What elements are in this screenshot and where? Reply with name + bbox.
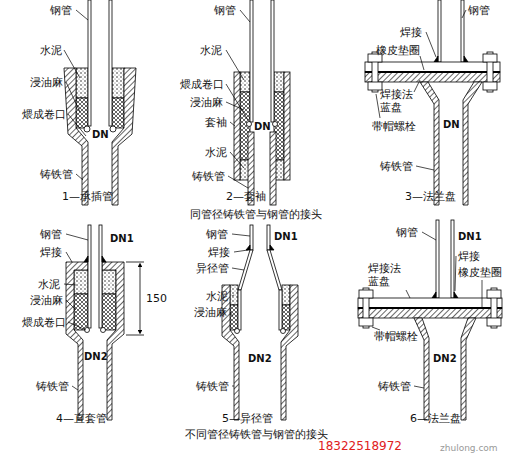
size-label: DN <box>254 120 271 133</box>
part-label: 浸油麻 <box>194 306 227 319</box>
part-label: 异径管 <box>196 262 229 275</box>
figure-caption: 同管径铸铁管与钢管的接头 <box>190 208 322 221</box>
part-label: 浸油麻 <box>190 96 223 109</box>
size-label: DN <box>92 128 109 141</box>
part-label: 煨成卷口 <box>22 316 66 329</box>
part-label: 浸油麻 <box>30 76 63 89</box>
part-label: 铸铁管 <box>380 160 413 173</box>
leader-lines <box>64 10 482 390</box>
figure-label: 4—直套管 <box>56 412 107 425</box>
watermark: zhulong.com <box>440 442 498 455</box>
part-label: 钢管 <box>206 228 228 241</box>
part-label: 带帽螺栓 <box>374 330 418 343</box>
part-label: 煨成卷口 <box>180 78 224 91</box>
part-label: 浸油麻 <box>30 294 63 307</box>
size-label: DN2 <box>248 352 272 365</box>
part-label: 水泥 <box>206 290 228 303</box>
figure-caption: 不同管径铸铁管与钢管的接头 <box>185 428 328 441</box>
part-label: 铸铁管 <box>378 380 411 393</box>
part-label: 焊接 <box>40 246 62 259</box>
reducing-flange-joint <box>358 220 502 420</box>
part-label: 焊接法 蓝盘 <box>380 88 418 114</box>
figure-label: 1—承插管 <box>62 190 113 203</box>
size-label: DN1 <box>458 230 482 243</box>
size-label: DN2 <box>433 352 457 365</box>
part-label: 煨成卷口 <box>22 108 66 121</box>
part-label: 焊接 <box>400 26 422 39</box>
size-label: DN2 <box>84 350 108 363</box>
part-label: 钢管 <box>468 4 490 17</box>
flange-joint <box>365 0 500 205</box>
reducer-joint <box>222 225 298 420</box>
figure-label: 5—异径管 <box>222 412 273 425</box>
size-label: DN1 <box>274 230 298 243</box>
part-label: 钢管 <box>50 4 72 17</box>
straight-coupling-joint <box>66 225 144 420</box>
size-label: DN1 <box>110 232 134 245</box>
socket-joint <box>64 0 136 205</box>
watermark: 18322518972 <box>318 440 402 453</box>
part-label: 铸铁管 <box>40 168 73 181</box>
part-label: 焊接 <box>208 246 230 259</box>
part-label: 带帽螺栓 <box>372 120 416 133</box>
figure-label: 6—法兰盘 <box>410 412 461 425</box>
part-label: 铸铁管 <box>36 380 69 393</box>
part-label: 铸铁管 <box>192 170 225 183</box>
dimension-label: 150 <box>146 292 167 305</box>
part-label: 铸铁管 <box>196 380 229 393</box>
part-label: 焊接法 蓝盘 <box>368 262 406 288</box>
part-label: 水泥 <box>38 278 60 291</box>
part-label: 水泥 <box>40 44 62 57</box>
size-label: DN <box>443 118 460 131</box>
part-label: 钢管 <box>40 228 62 241</box>
part-label: 套袖 <box>205 116 227 129</box>
part-label: 焊接 <box>458 250 480 263</box>
part-label: 水泥 <box>200 44 222 57</box>
part-label: 钢管 <box>214 4 236 17</box>
part-label: 钢管 <box>396 226 418 239</box>
sleeve-joint <box>234 0 290 205</box>
part-label: 橡皮垫圈 <box>376 44 420 57</box>
figure-label: 3—法兰盘 <box>405 190 456 203</box>
part-label: 水泥 <box>205 146 227 159</box>
figure-label: 2—套袖 <box>226 190 266 203</box>
part-label: 橡皮垫圈 <box>458 266 502 279</box>
